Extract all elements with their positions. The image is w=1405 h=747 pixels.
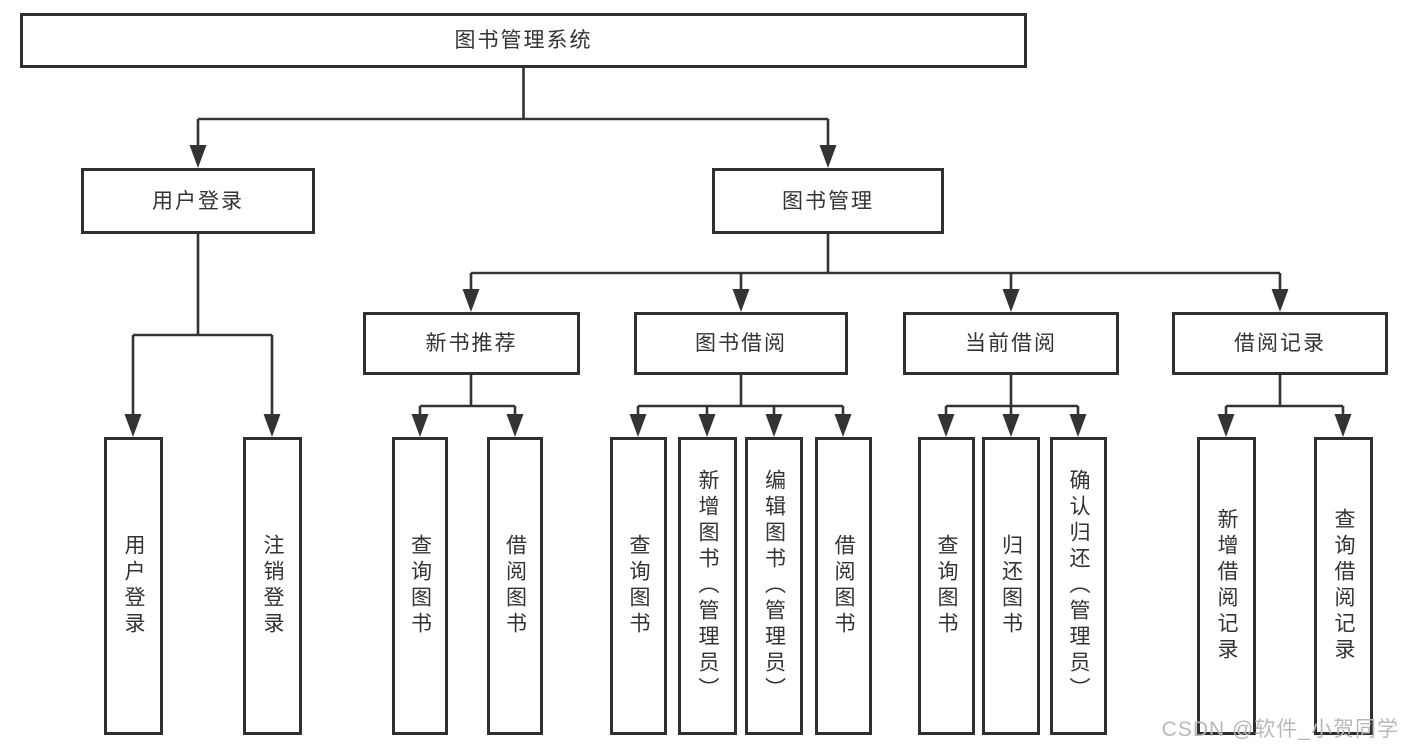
node-book-borrowing: 图书借阅 — [634, 312, 848, 375]
leaf-add-borrow-record: 新增借阅记录 — [1197, 437, 1256, 735]
leaf-query-books-recommend: 查询图书 — [392, 437, 448, 735]
leaf-return-books: 归还图书 — [982, 437, 1040, 735]
arrowheads — [124, 145, 1352, 437]
leaf-add-books-admin: 新增图书（管理员） — [678, 437, 737, 735]
csdn-watermark: CSDN @软件_小贺同学 — [1161, 718, 1399, 741]
leaf-query-books-current: 查询图书 — [918, 437, 975, 735]
leaf-borrow-books: 借阅图书 — [815, 437, 872, 735]
node-current-borrowing: 当前借阅 — [903, 312, 1119, 375]
node-user-login: 用户登录 — [81, 168, 315, 234]
leaf-edit-books-admin: 编辑图书（管理员） — [745, 437, 803, 735]
leaf-query-borrow-record: 查询借阅记录 — [1314, 437, 1373, 735]
node-book-management: 图书管理 — [712, 168, 944, 234]
leaf-user-login: 用户登录 — [104, 437, 163, 735]
leaf-borrow-books-recommend: 借阅图书 — [487, 437, 543, 735]
leaf-confirm-return-admin: 确认归还（管理员） — [1050, 437, 1107, 735]
node-new-book-recommendation: 新书推荐 — [363, 312, 580, 375]
leaf-query-books-borrowing: 查询图书 — [610, 437, 667, 735]
node-borrowing-records: 借阅记录 — [1172, 312, 1388, 375]
leaf-logout: 注销登录 — [243, 437, 302, 735]
node-library-management-system: 图书管理系统 — [20, 13, 1027, 68]
